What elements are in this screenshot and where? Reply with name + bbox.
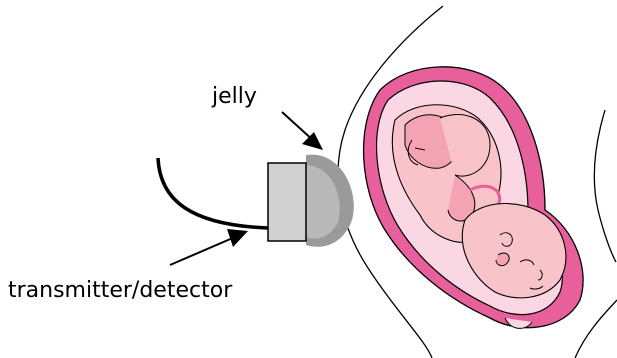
transmitter-detector-label: transmitter/detector — [8, 280, 232, 302]
transducer-body — [268, 163, 306, 241]
lower-body-outline — [575, 300, 617, 358]
back-outline — [594, 110, 616, 262]
transmitter-arrow-line — [170, 237, 235, 265]
transducer-cable — [158, 158, 268, 228]
fetus-hand — [496, 253, 509, 266]
jelly-arrow-head — [302, 132, 323, 150]
jelly-label: jelly — [212, 86, 257, 108]
transmitter-arrow-head — [227, 229, 248, 247]
